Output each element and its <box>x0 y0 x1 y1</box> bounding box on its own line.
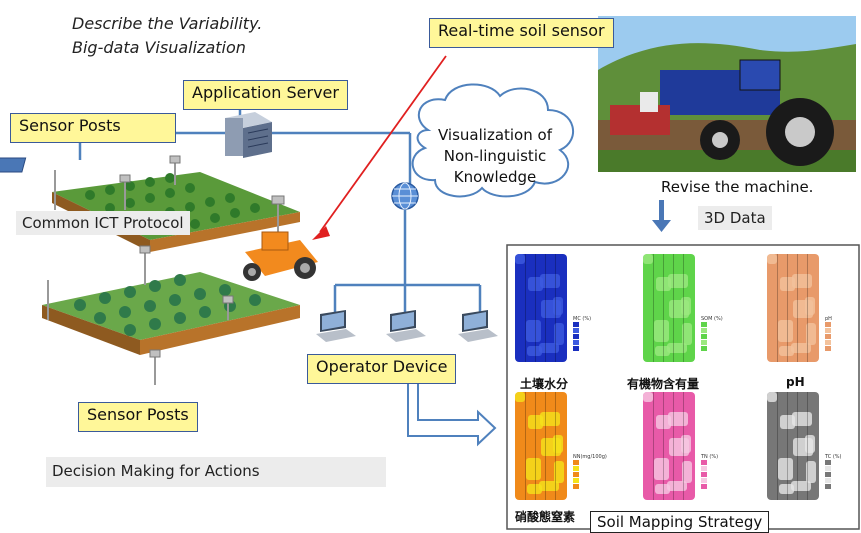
soil-map-label-2: 有機物含有量 <box>627 377 700 391</box>
soil-mapping-strategy-label: Soil Mapping Strategy <box>590 511 770 533</box>
down-arrow <box>652 200 671 232</box>
realtime-soil-sensor-label: Real-time soil sensor <box>429 18 614 48</box>
soil-map-label-4: 硝酸態窒素 <box>515 510 576 524</box>
lower-field <box>42 272 300 355</box>
tractor-icon <box>243 231 318 281</box>
soil-map-legend-4: NN(mg/100g) <box>573 454 607 490</box>
sensor-heads <box>119 155 285 358</box>
soil-map-label-1: 土壤水分 <box>520 377 569 391</box>
soil-map-3 <box>767 254 819 362</box>
header-line-2: Big-data Visualization <box>72 38 246 57</box>
soil-map-2 <box>643 254 695 362</box>
laptop-icons <box>316 310 498 342</box>
cloud-line-3: Knowledge <box>453 168 537 186</box>
flow-arrow <box>407 379 497 447</box>
application-server-label: Application Server <box>183 80 348 110</box>
soil-map-legend-3: pH <box>825 316 832 352</box>
soil-map-label-3: pH <box>786 375 805 389</box>
red-arrow <box>312 55 447 240</box>
3d-data-label: 3D Data <box>698 206 772 230</box>
cloud-text: Visualization of Non-linguistic Knowledg… <box>430 125 560 188</box>
common-ict-protocol-label: Common ICT Protocol <box>16 211 190 235</box>
soil-map-legend-6: TC (%) <box>825 454 842 490</box>
soil-map-legend-2: SOM (%) <box>701 316 723 352</box>
operator-device-label: Operator Device <box>307 354 457 384</box>
cloud-line-2: Non-linguistic <box>443 147 547 165</box>
decision-making-label: Decision Making for Actions <box>46 457 386 487</box>
soil-map-legend-1: MC (%) <box>573 316 591 352</box>
solar-panels <box>0 157 27 173</box>
tractor-photo <box>598 16 856 172</box>
soil-map-legend-5: TN (%) <box>701 454 718 490</box>
globe-icon <box>391 182 419 210</box>
header-line-1: Describe the Variability. <box>72 14 263 33</box>
soil-map-1 <box>515 254 567 362</box>
sensor-posts-bottom-label: Sensor Posts <box>78 402 198 432</box>
soil-map-6 <box>767 392 819 500</box>
upper-field <box>52 172 300 252</box>
cloud-shape <box>411 83 575 198</box>
soil-map-5 <box>643 392 695 500</box>
revise-machine-label: Revise the machine. <box>661 178 814 196</box>
server-icon <box>225 112 272 158</box>
sensor-posts-top-label: Sensor Posts <box>10 113 176 143</box>
soil-map-4 <box>515 392 567 500</box>
cloud-line-1: Visualization of <box>438 126 552 144</box>
